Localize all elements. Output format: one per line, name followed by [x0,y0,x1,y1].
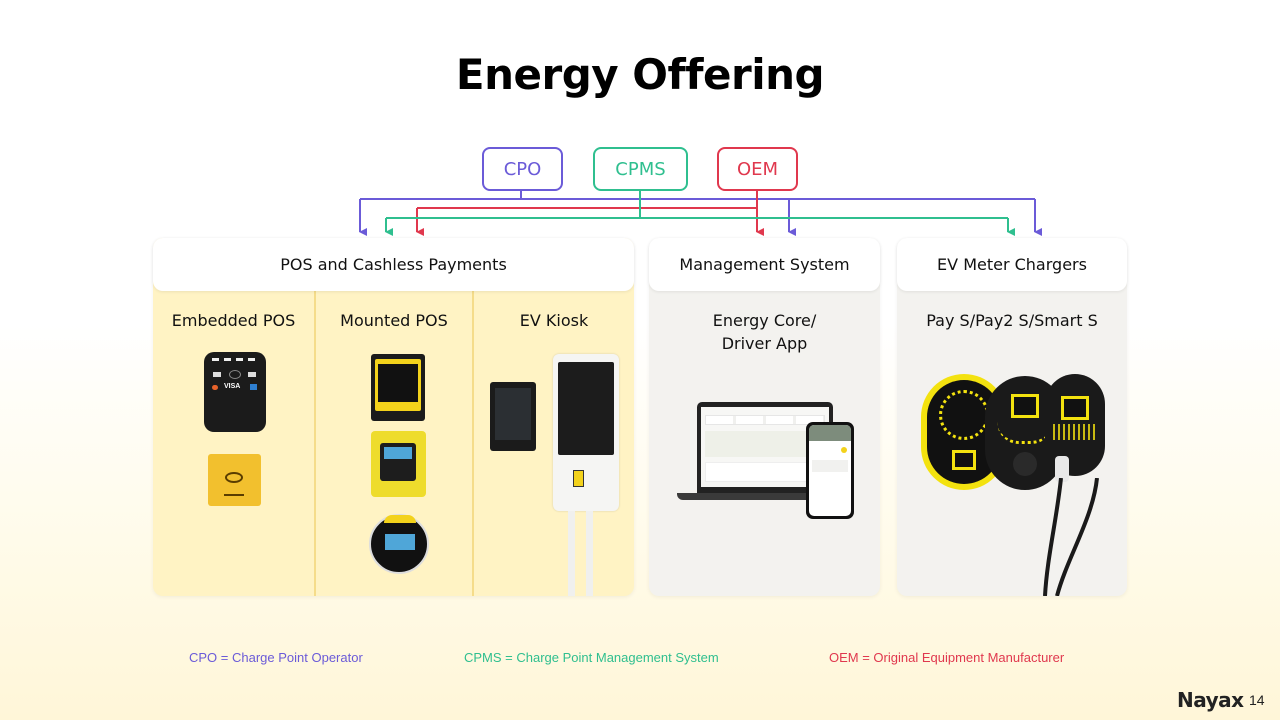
management-subtitle-line2: Driver App [721,334,808,353]
panel-header-management: Management System [649,238,880,291]
embedded-reader-device-image [208,454,261,506]
role-box-cpms: CPMS [593,147,688,191]
charger-cable-image [1043,478,1099,596]
mounted-pos-device-image-1 [371,354,425,421]
slide-title: Energy Offering [455,50,825,99]
page-number: 14 [1249,692,1265,708]
cpms-connector [385,191,1015,236]
column-title-mounted-pos: Mounted POS [340,311,448,330]
panel-management-system: Management System Energy Core/ Driver Ap… [649,238,880,596]
cpo-connector [359,191,1042,236]
kiosk-leg-right [586,511,593,596]
panel-ev-meter-chargers: EV Meter Chargers Pay S/Pay2 S/Smart S [897,238,1127,596]
nayax-logo: Nayax [1177,688,1244,712]
panel-header-pos: POS and Cashless Payments [153,238,634,291]
role-label-oem: OEM [736,158,779,180]
management-subtitle: Energy Core/ Driver App [649,309,880,355]
ev-kiosk-device-image [553,354,619,511]
small-kiosk-device-image [490,382,536,451]
panel-title-ev: EV Meter Chargers [937,255,1087,274]
role-label-cpo: CPO [503,158,542,180]
role-box-oem: OEM [717,147,798,191]
role-box-cpo: CPO [482,147,563,191]
mounted-pos-device-image-3 [369,514,429,574]
role-label-cpms: CPMS [615,158,666,180]
oem-connector [416,191,764,236]
kiosk-leg-left [568,511,575,596]
column-embedded-pos: Embedded POS VISA [153,291,314,596]
legend-oem: OEM = Original Equipment Manufacturer [829,650,1065,665]
management-subtitle-line1: Energy Core/ [712,311,817,330]
column-ev-kiosk: EV Kiosk [472,291,634,596]
laptop-base [677,493,821,500]
embedded-pos-device-image: VISA [204,352,266,432]
panel-pos-cashless: POS and Cashless Payments Embedded POS V… [153,238,634,596]
connector-lines [359,191,1042,236]
panel-header-ev: EV Meter Chargers [897,238,1127,291]
panel-title-management: Management System [679,255,850,274]
column-title-embedded-pos: Embedded POS [171,311,296,330]
mounted-pos-device-image-2 [371,431,426,497]
legend-cpms: CPMS = Charge Point Management System [464,650,719,665]
phone-driver-app-image [806,422,854,519]
panel-title-pos: POS and Cashless Payments [280,255,507,274]
legend-cpo: CPO = Charge Point Operator [189,650,363,665]
visa-label: VISA [224,383,241,390]
column-title-ev-kiosk: EV Kiosk [519,311,589,330]
charger-smart-s-image [1045,374,1105,476]
ev-chargers-subtitle: Pay S/Pay2 S/Smart S [926,311,1098,330]
charger-plug-image [1055,456,1069,482]
column-mounted-pos: Mounted POS [314,291,472,596]
